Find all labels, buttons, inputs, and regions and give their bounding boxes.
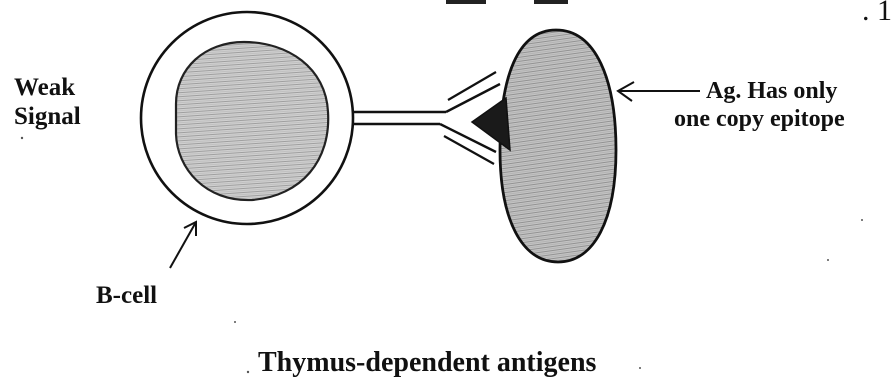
antigen-label-line2: one copy epitope	[674, 106, 845, 134]
b-cell-nucleus	[176, 42, 328, 200]
page-number-fragment: . 1	[862, 0, 892, 29]
scan-specks	[21, 137, 863, 373]
antigen-body	[500, 30, 616, 262]
figure-caption: Thymus-dependent antigens	[258, 347, 596, 379]
antigen-arrow	[618, 82, 700, 101]
weak-signal-line1: Weak	[14, 74, 81, 103]
top-stray-marks	[446, 0, 568, 4]
weak-signal-label: Weak Signal	[14, 74, 81, 132]
b-cell	[141, 12, 353, 224]
b-cell-arrow	[170, 222, 196, 268]
receptor-arm-upper-outer	[448, 72, 496, 100]
antigen-label-line1: Ag. Has only	[702, 78, 845, 106]
b-cell-label: B-cell	[96, 282, 157, 311]
weak-signal-line2: Signal	[14, 103, 81, 132]
antigen-label: Ag. Has only one copy epitope	[702, 78, 845, 133]
receptor-arm-lower-outer	[444, 136, 494, 164]
antigen	[472, 30, 616, 262]
